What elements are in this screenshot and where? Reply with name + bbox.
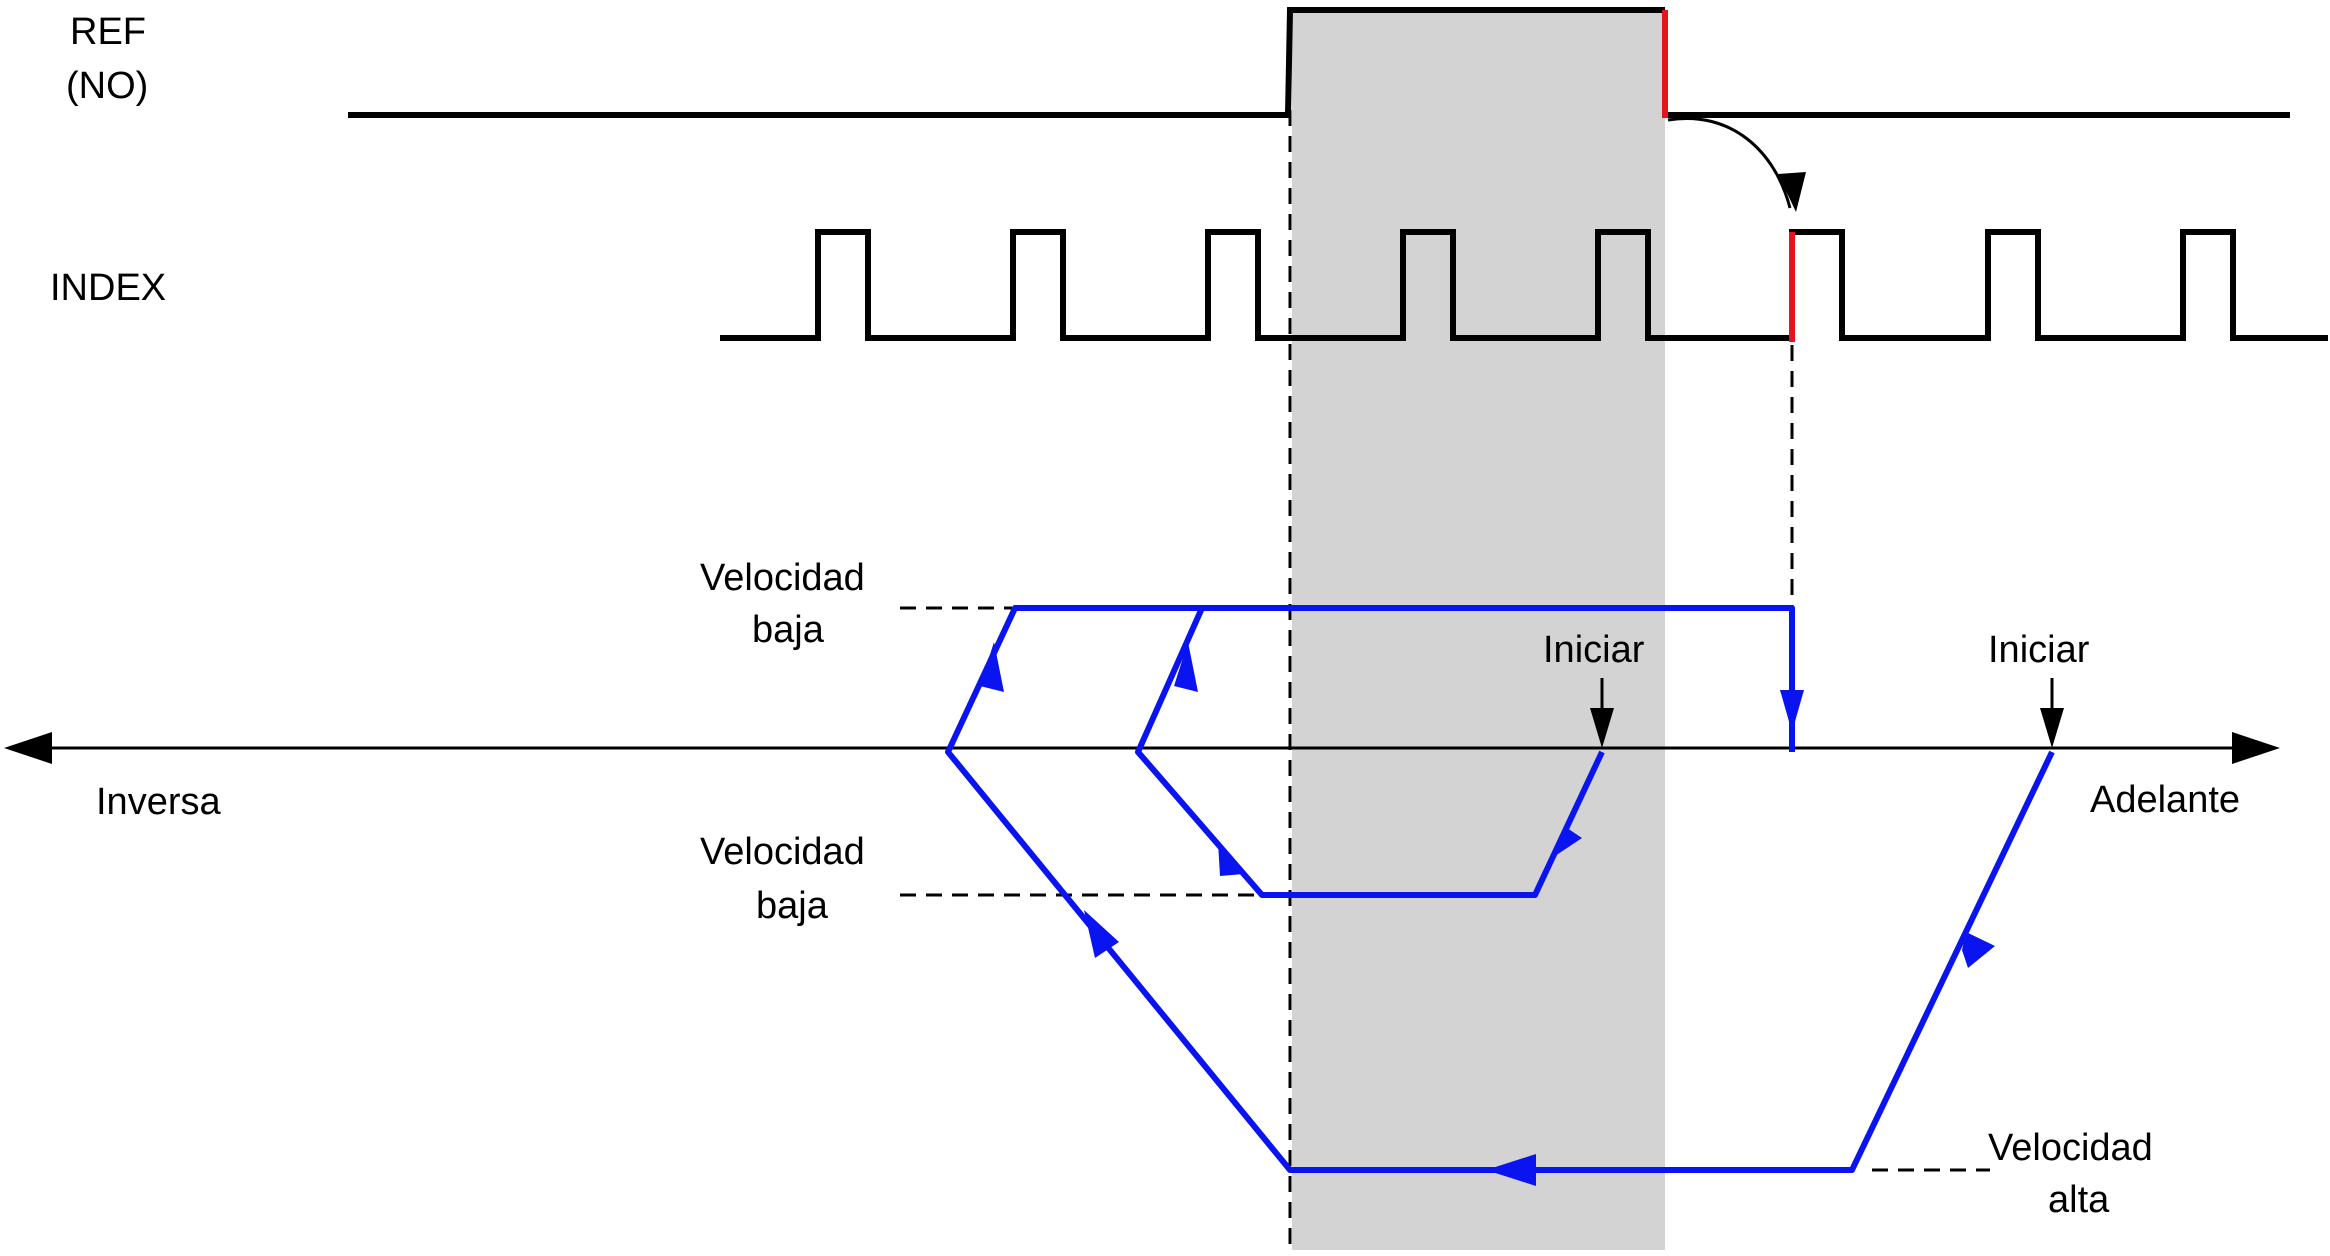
- start-right-arrowhead: [2040, 708, 2064, 748]
- high-speed-label-line2: alta: [2048, 1179, 2110, 1221]
- axis-reverse-label: Inversa: [96, 781, 221, 823]
- arrow-high-up: [980, 642, 1004, 692]
- arrow-high-left: [1486, 1154, 1536, 1186]
- trajectory-low-speed: [1135, 606, 1605, 898]
- edge-link-arrowhead: [1778, 172, 1806, 212]
- arrow-low-diag: [1218, 842, 1244, 876]
- low-speed-top-label-line1: Velocidad: [700, 557, 865, 599]
- low-speed-mid-label-line1: Velocidad: [700, 831, 865, 873]
- start-left-arrowhead: [1590, 708, 1614, 748]
- axis-forward-label: Adelante: [2090, 779, 2240, 821]
- reference-zone: [1292, 10, 1665, 1250]
- axis-right-arrowhead: [2232, 732, 2280, 764]
- edge-link-arrow: [1667, 117, 1792, 209]
- ref-label-line2: (NO): [66, 65, 148, 107]
- index-label: INDEX: [50, 267, 166, 309]
- arrow-index-down: [1780, 690, 1804, 732]
- index-signal: [720, 229, 2328, 341]
- ref-signal: [348, 7, 2290, 118]
- start-left-label: Iniciar: [1543, 629, 1645, 671]
- arrow-low-up: [1174, 642, 1198, 692]
- axis-left-arrowhead: [4, 732, 52, 764]
- high-speed-label-line1: Velocidad: [1988, 1127, 2153, 1169]
- start-right-label: Iniciar: [1988, 629, 2090, 671]
- low-speed-top-label-line2: baja: [752, 609, 825, 651]
- arrow-high-down: [1962, 932, 1995, 968]
- arrow-high-diag: [1084, 910, 1119, 958]
- trajectory-high-speed: [945, 605, 2055, 1173]
- arrow-low-down: [1555, 828, 1582, 856]
- low-speed-mid-label-line2: baja: [756, 885, 829, 927]
- ref-label-line1: REF: [70, 11, 146, 53]
